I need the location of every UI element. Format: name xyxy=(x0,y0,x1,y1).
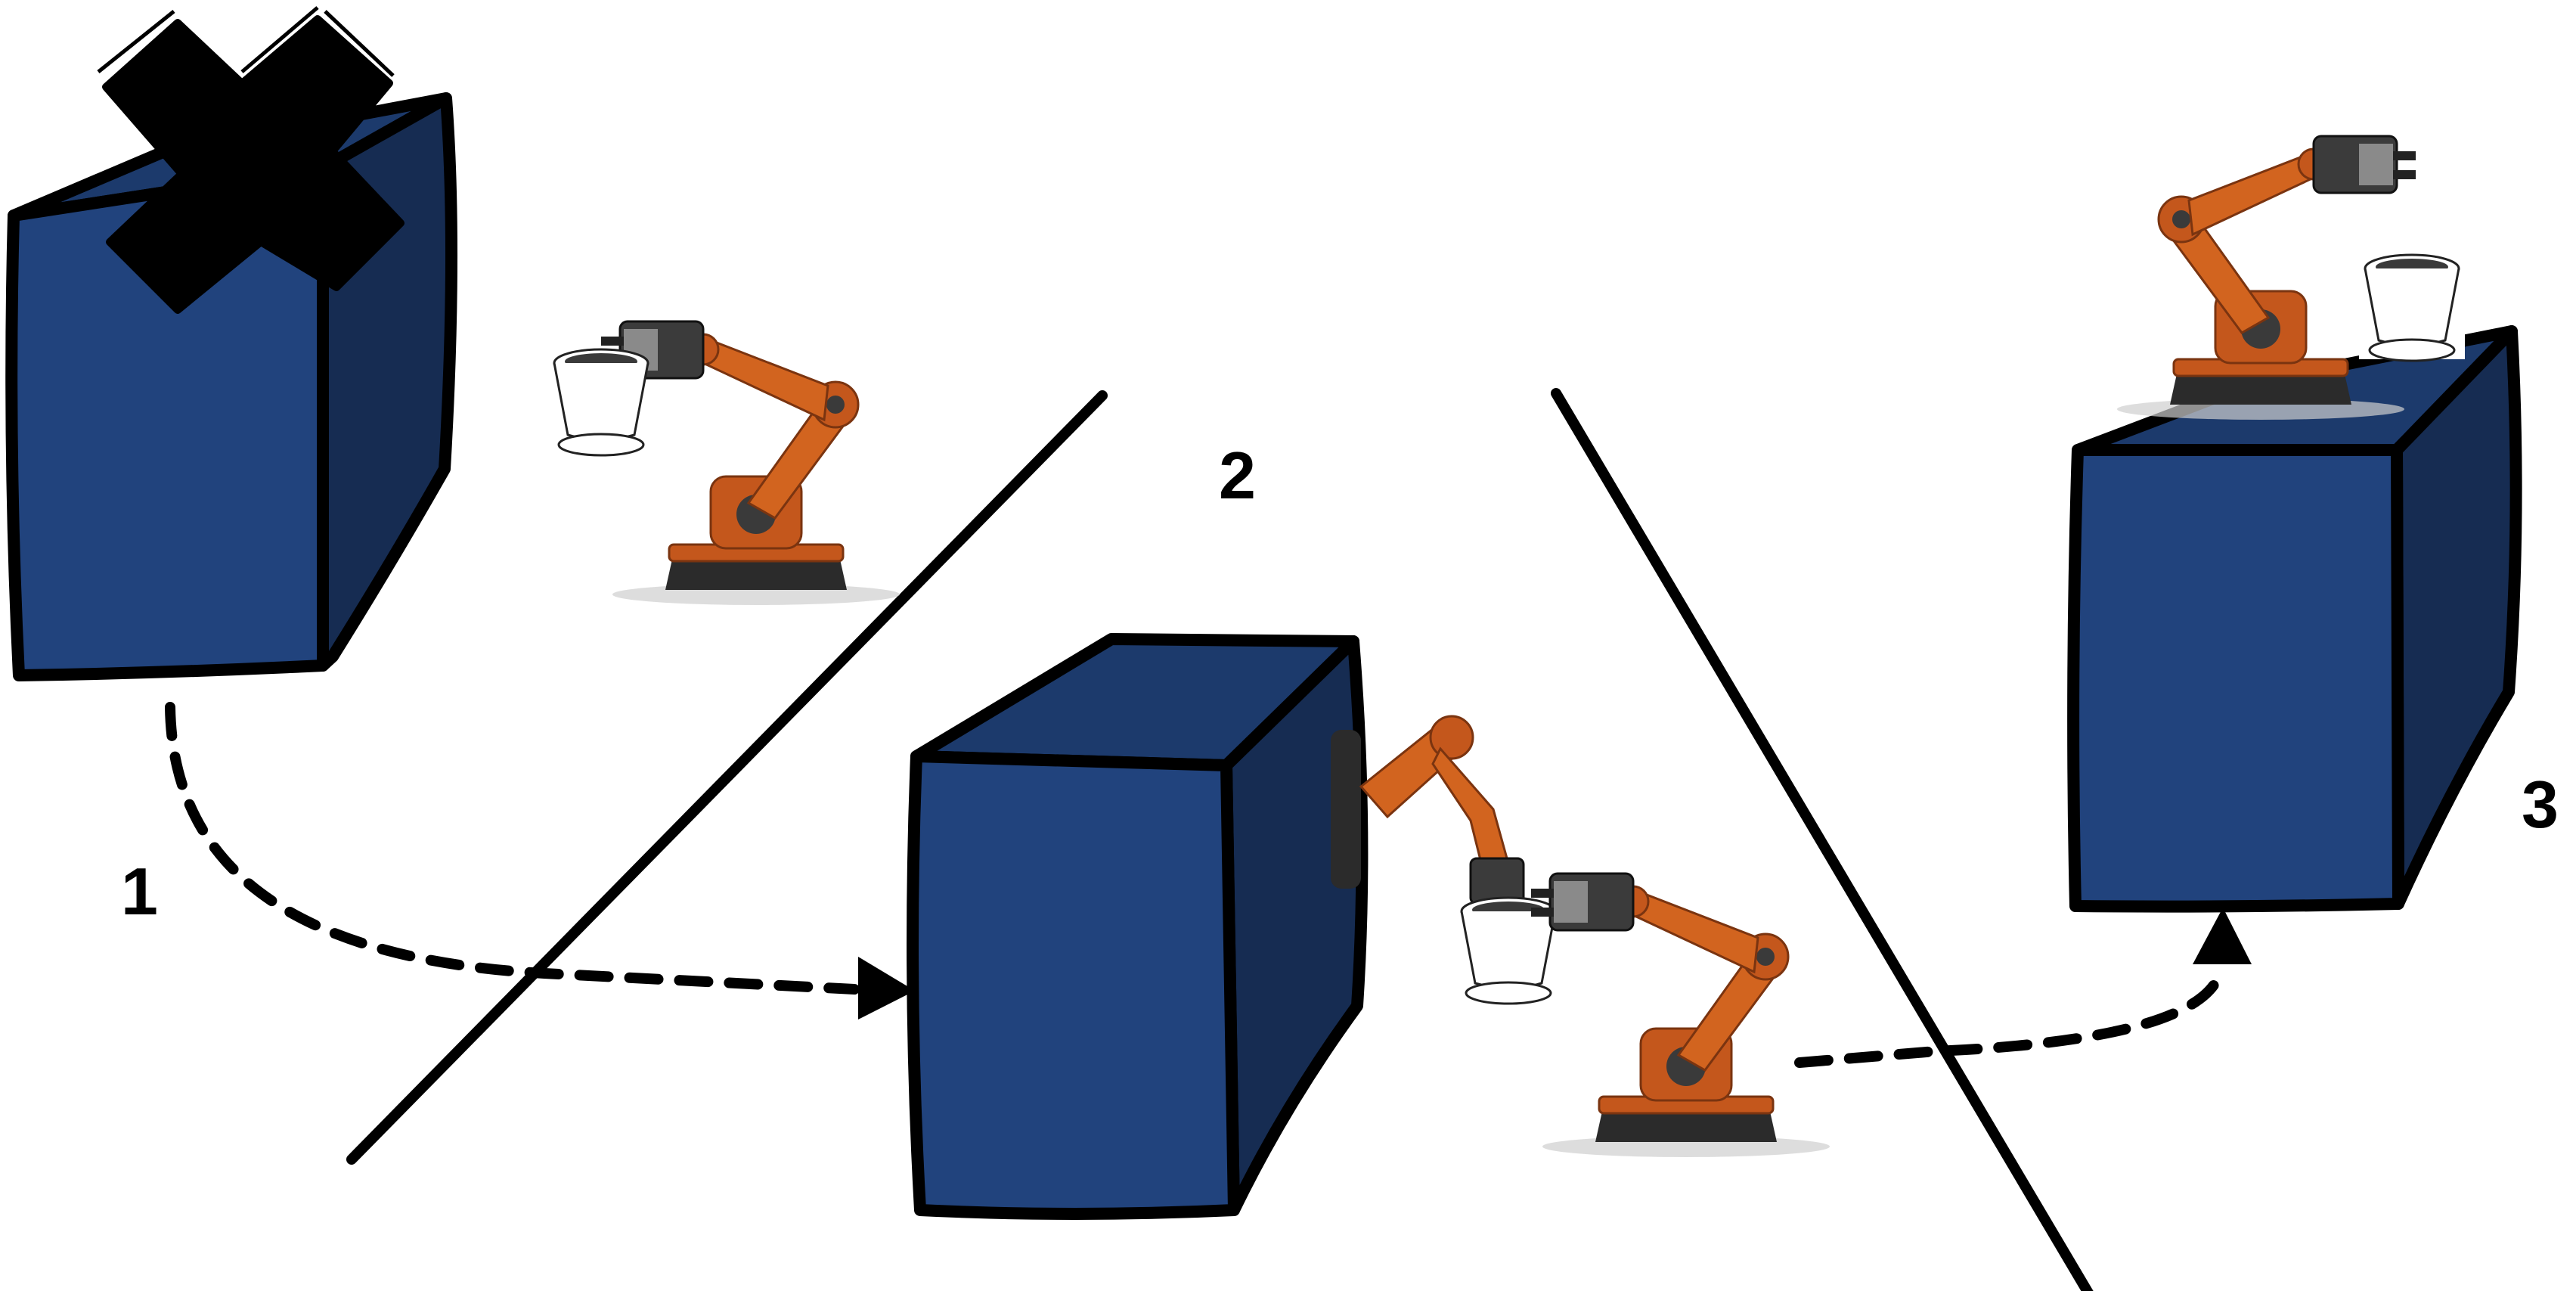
divider-line-right xyxy=(1551,388,2094,1291)
arrow-head-icon xyxy=(858,957,915,1019)
divider-line-left xyxy=(346,390,1108,1165)
step-label-3: 3 xyxy=(2522,767,2559,842)
dashed-arrow-2-to-3 xyxy=(1794,970,2224,1068)
step-label-1: 1 xyxy=(121,854,158,929)
arrow-head-icon xyxy=(2193,908,2252,964)
robot-arm-icon xyxy=(1530,872,1831,1159)
box-2 xyxy=(907,633,1369,1220)
dashed-arrow-1-to-2 xyxy=(165,702,860,995)
box-3 xyxy=(2067,325,2522,913)
cross-mark-icon xyxy=(97,6,405,314)
plant-pot-icon xyxy=(553,348,649,457)
robot-arm-mounted-icon xyxy=(1331,715,1525,905)
step-label-2: 2 xyxy=(1219,438,1256,513)
plant-pot-icon xyxy=(2359,253,2465,362)
